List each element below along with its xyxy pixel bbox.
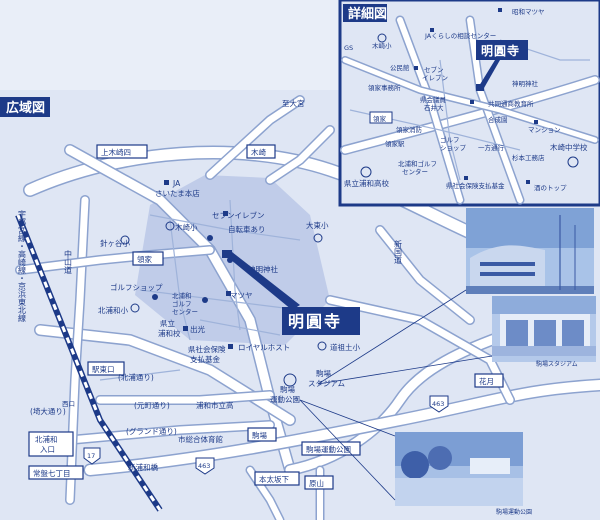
label-saitama-street: (埼大通り) xyxy=(30,406,66,416)
detail-label-ryoke: 領家 xyxy=(373,114,387,123)
label-kitaurawa-golf-1: 北浦和 xyxy=(172,291,192,300)
box-kitaurawa-iriguchi-2: 入口 xyxy=(40,445,55,454)
label-keihin-line: 宇都宮線・高崎線・京浜東北線 xyxy=(18,209,27,322)
main-map-title: 広域図 xyxy=(0,97,50,117)
detail-label-ryoke-shobo: 領家消防 xyxy=(396,125,423,134)
stadium-caption: 駒場スタジアム xyxy=(536,360,578,368)
box-komaba: 駒場 xyxy=(252,430,267,440)
box-tokiwa7: 常盤七丁目 xyxy=(33,468,71,478)
box-harayama: 原山 xyxy=(309,478,324,488)
detail-label-kitaurawa-golf-2: センター xyxy=(402,167,428,176)
stadium-building-photo: 駒場スタジアム xyxy=(492,296,596,368)
label-shin-kokudo: 新国道 xyxy=(394,239,403,265)
label-kitaurawa-golf-3: センター xyxy=(172,307,198,316)
label-komaba-stadium-2: スタジアム xyxy=(308,379,345,388)
detail-temple-label: 明圓寺 xyxy=(481,43,520,58)
label-golfshop: ゴルフショップ xyxy=(110,282,163,292)
label-kitaurawa-sho: 北浦和小 xyxy=(98,305,128,315)
box-kamikizaki4: 上木崎四 xyxy=(101,147,131,157)
label-shinmei: 神明神社 xyxy=(248,264,278,274)
detail-map: 詳細図 明圓寺 昭和マツヤ JAくらしの相談センター 木崎小 公民館 GS セブ… xyxy=(338,0,600,207)
detail-label-kizaki-sho: 木崎小 xyxy=(372,41,392,50)
detail-label-social: 県社会保険支払基金 xyxy=(446,181,505,190)
label-royal-host: ロイヤルホスト xyxy=(238,343,290,352)
detail-label-sugimoto: 杉本工務店 xyxy=(512,153,545,162)
temple-marker: 明圓寺 xyxy=(222,250,360,335)
label-komaba-park-1: 駒場 xyxy=(280,384,295,394)
route-463-shield-b: 463 xyxy=(432,400,444,408)
box-hanamaki: 花月 xyxy=(479,376,494,386)
main-map-labels: 至大宮 JA さいたま本店 セブンイレブン 木崎小 自転車あり 大東小 針ヶ谷小… xyxy=(18,98,403,472)
label-ja-saitama-2: さいたま本店 xyxy=(155,188,200,198)
detail-label-koenkan: 公民館 xyxy=(390,63,410,72)
temple-label: 明圓寺 xyxy=(288,312,342,331)
label-shidaiji: 至大宮 xyxy=(282,98,305,108)
detail-label-ryoke-eki: 領家駅 xyxy=(385,139,405,148)
detail-label-sekiyasu-2: 石井大 xyxy=(424,103,444,112)
label-social-2: 支払基金 xyxy=(190,354,220,364)
label-kenritsu-urawa-2: 浦和校 xyxy=(158,328,181,338)
label-nishiguchi: 西口 xyxy=(62,400,75,408)
detail-label-ippou: 一方通行 xyxy=(478,143,505,152)
route-shields: 17 463 463 xyxy=(83,395,449,475)
label-kitaura-street: (北浦通り) xyxy=(118,372,154,382)
box-kitaurawa-iriguchi-1: 北浦和 xyxy=(35,434,58,444)
detail-label-gs: GS xyxy=(344,44,353,52)
label-jitensha: 自転車あり xyxy=(228,224,266,234)
photo-connectors xyxy=(299,289,493,501)
label-ja-saitama: JA xyxy=(172,179,181,188)
label-deguchi: 出光 xyxy=(190,324,205,334)
box-komaba-park: 駒場運動公園 xyxy=(306,444,351,454)
box-eki-higashiguchi: 駅東口 xyxy=(92,364,115,374)
detail-label-kyodo: 共同通商教育所 xyxy=(488,99,534,108)
detail-map-title: 詳細図 xyxy=(348,6,387,22)
label-kenritsu-urawa-1: 県立 xyxy=(160,318,175,328)
route-463-shield-a: 463 xyxy=(198,462,210,470)
box-hontaishita: 本太坂下 xyxy=(259,474,289,484)
box-kizaki: 木崎 xyxy=(251,147,266,157)
detail-label-shinmei: 神明神社 xyxy=(512,79,539,88)
detail-label-seven-eleven: セブン xyxy=(424,65,444,74)
label-komaba-park-2: 運動公園 xyxy=(270,395,300,404)
poi-markers xyxy=(120,180,327,387)
label-omiyahigashi: 大東小 xyxy=(306,220,329,230)
detail-label-gosei: 合成園 xyxy=(488,115,508,124)
detail-label-ryoke-jisha: 領家事務所 xyxy=(368,83,401,92)
detail-label-golf-shop: ゴルフ xyxy=(440,135,460,144)
label-kitaurawa-golf-2: ゴルフ xyxy=(172,299,192,308)
detail-label-kizaki-chu: 木崎中学校 xyxy=(550,142,588,152)
box-ryoke: 領家 xyxy=(137,254,152,264)
detail-label-mansion: マンション xyxy=(528,126,561,134)
detail-label-ja-kurashi: JAくらしの相談センター xyxy=(424,31,496,40)
detail-label-sekiyasu: 県会議員 xyxy=(420,95,447,104)
label-seven-eleven: セブンイレブン xyxy=(212,210,265,220)
railway-line xyxy=(15,213,163,512)
label-michisotsuchi: 道祖土小 xyxy=(330,342,360,352)
label-matsuya: マツヤ xyxy=(230,291,253,300)
route-17-shield: 17 xyxy=(87,452,95,460)
detail-label-kitaurawa-golf: 北浦和ゴルフ xyxy=(398,159,437,168)
route-boxes: 上木崎四 木崎 領家 駅東口 北浦和 入口 常盤七丁目 駒場 駒場運動公園 花月… xyxy=(28,144,504,490)
detail-label-seven-eleven-2: イレブン xyxy=(422,73,448,82)
detail-label-kenritsu: 県立浦和高校 xyxy=(344,178,389,188)
stadium-photo xyxy=(466,208,594,294)
detail-label-golf-shop-2: ショップ xyxy=(440,144,467,152)
detail-label-showa-matsuya: 昭和マツヤ xyxy=(512,7,545,16)
label-urawa-ichiritsu: 浦和市立高 xyxy=(196,400,234,410)
label-shi-sogo: 市総合体育館 xyxy=(178,434,223,444)
main-map-title-text: 広域図 xyxy=(6,100,45,116)
label-motomachi-street: (元町通り) xyxy=(134,400,170,410)
park-photo: 駒場運動公園 xyxy=(395,432,532,516)
detail-label-mutsumi: 酒のトップ xyxy=(534,184,567,192)
label-social-1: 県社会保険 xyxy=(188,344,226,354)
park-caption: 駒場運動公園 xyxy=(496,508,532,516)
label-harigaya-sho: 針ヶ谷小 xyxy=(100,238,130,248)
label-ground-street: (グランド通り) xyxy=(126,426,177,436)
label-komaba-stadium-1: 駒場 xyxy=(316,368,331,378)
label-shin-urawa-bashi: 新浦和橋 xyxy=(128,462,158,472)
label-nakasando: 中山道 xyxy=(64,249,73,275)
label-kizaki-sho: 木崎小 xyxy=(175,222,198,232)
